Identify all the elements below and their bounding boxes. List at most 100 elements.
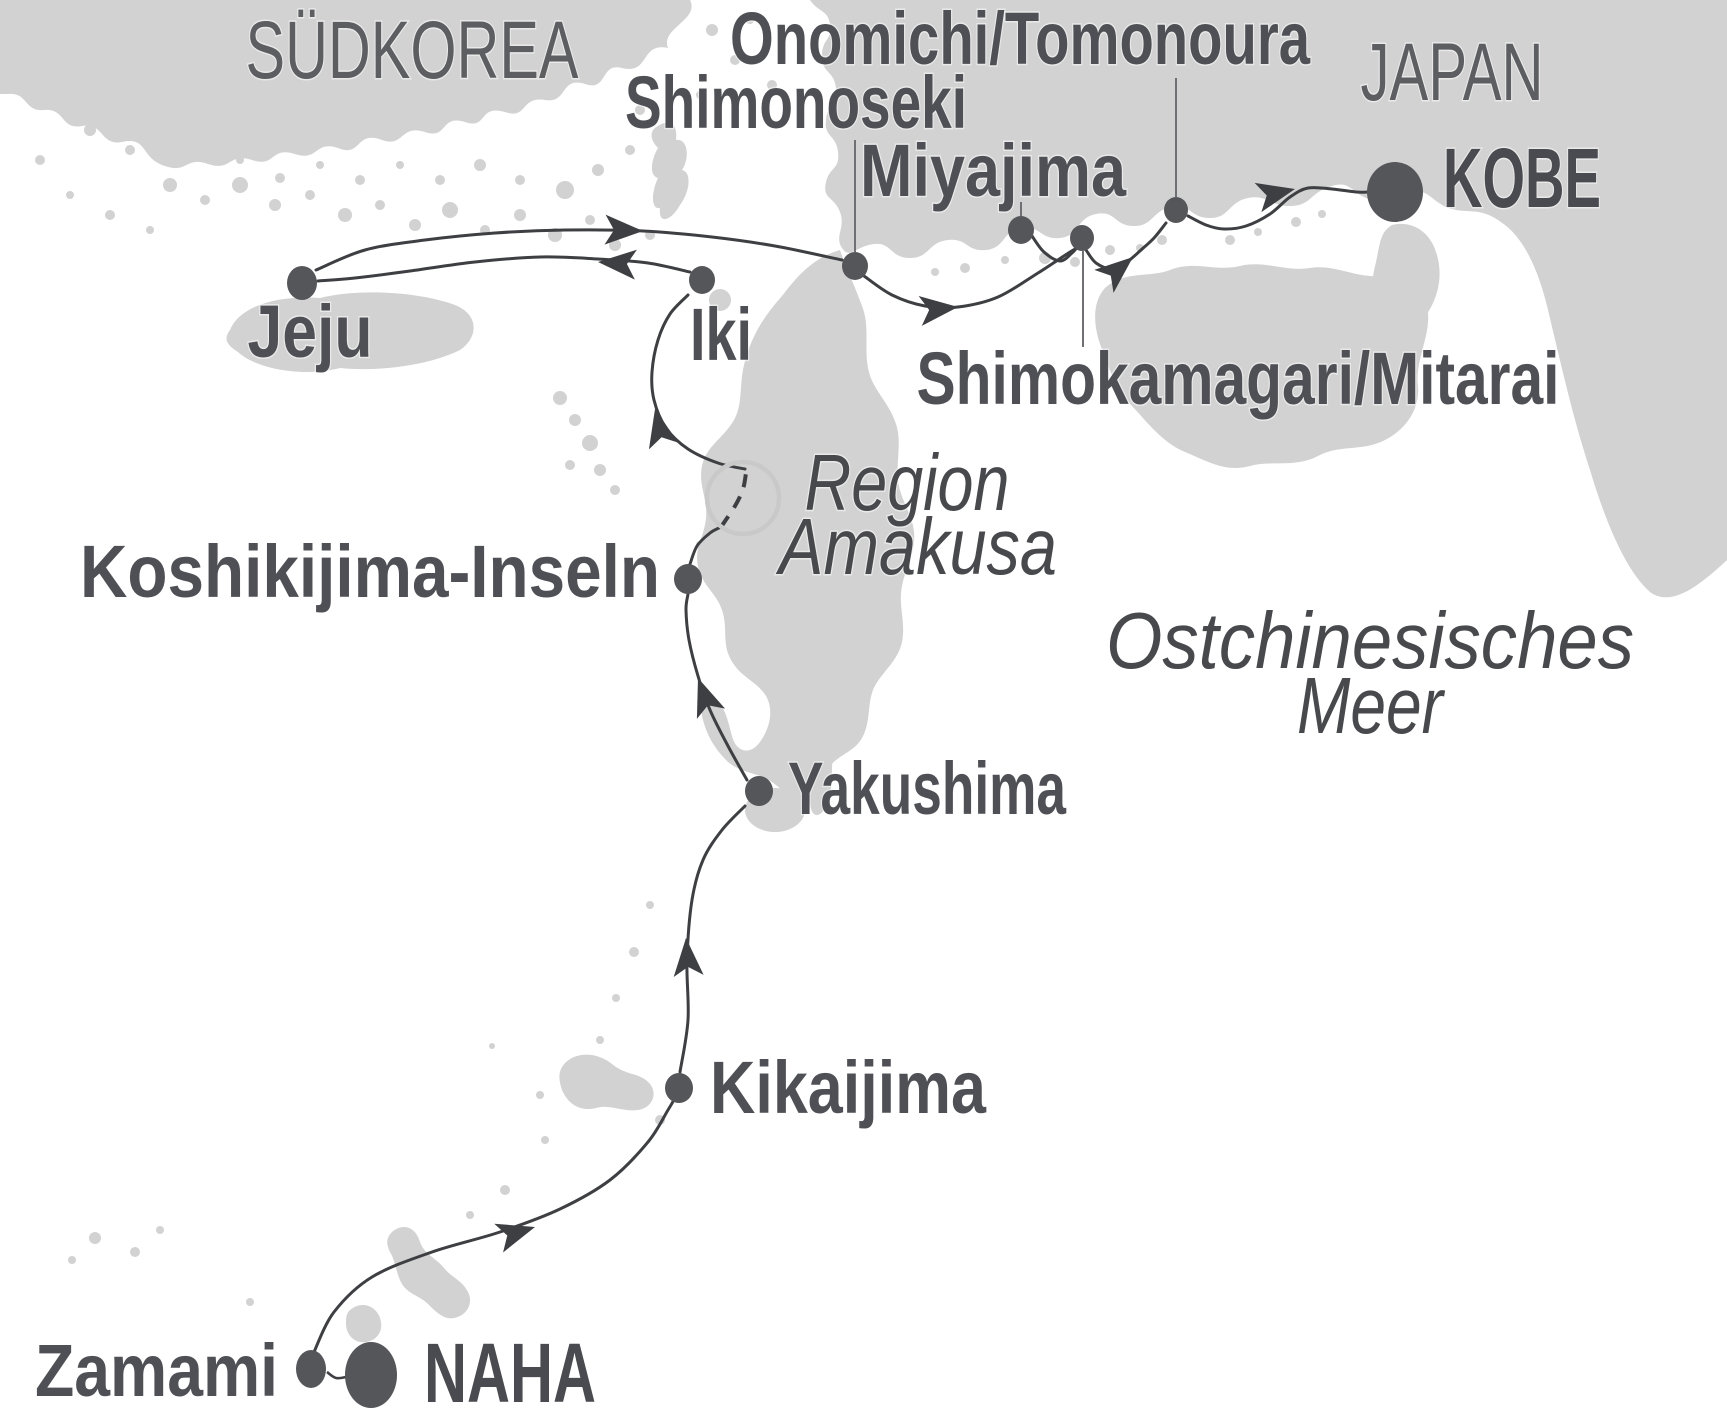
port-dot-kikaijima <box>665 1073 693 1103</box>
label-iki: Iki <box>690 293 752 376</box>
port-dot-shimonoseki <box>842 252 868 280</box>
islet <box>541 1136 549 1144</box>
route-arrow-to-onomichi <box>1094 257 1133 293</box>
land-okinawa-south <box>346 1304 382 1343</box>
land-tsushima <box>651 122 689 220</box>
label-japan: JAPAN <box>1361 27 1544 118</box>
islet <box>409 219 421 231</box>
islet <box>130 1247 140 1257</box>
islet <box>746 16 754 24</box>
land-okinawa <box>387 1227 471 1319</box>
label-shimokamagari: Shimokamagari/Mitarai <box>917 337 1560 420</box>
label-jeju: Jeju <box>248 290 373 373</box>
route-arrow-to-jeju <box>598 249 637 280</box>
land-tanegashima <box>809 728 836 816</box>
label-kikaijima: Kikaijima <box>710 1046 987 1129</box>
route-arrow-to-kobe <box>1254 182 1295 213</box>
route-leg-kikaijima-yakushima <box>678 804 747 1074</box>
islet <box>84 124 96 136</box>
label-miyajima: Miyajima <box>860 129 1127 212</box>
islet <box>596 1036 604 1044</box>
islet <box>195 145 205 155</box>
islet <box>931 268 939 276</box>
islet <box>375 200 385 210</box>
islet <box>442 202 458 218</box>
label-sea-2: Meer <box>1297 661 1446 750</box>
islet <box>66 191 74 199</box>
route-arrow-to-iki <box>648 409 679 450</box>
port-dots <box>287 162 1423 1408</box>
route-leg-amakusa-iki <box>650 293 747 471</box>
islet <box>489 1043 495 1049</box>
islet <box>156 131 164 139</box>
islet-specks <box>35 16 1326 1306</box>
route-layer <box>312 186 1370 1380</box>
islet <box>1001 256 1009 264</box>
port-dot-koshikijima <box>674 564 702 594</box>
islet <box>515 175 525 185</box>
label-connectors <box>854 78 1177 347</box>
islet <box>89 1232 101 1244</box>
islet <box>1318 210 1326 218</box>
islet <box>338 208 352 222</box>
port-dot-miyajima <box>1008 216 1034 244</box>
islet <box>355 175 365 185</box>
port-dot-jeju <box>287 266 317 300</box>
label-region-1: Region <box>805 438 1010 527</box>
label-yakushima: Yakushima <box>788 747 1067 830</box>
port-dot-zamami <box>296 1350 326 1388</box>
route-leg-iki-jeju <box>316 255 692 283</box>
islet <box>569 414 581 426</box>
route-arrow-to-kikaijima <box>494 1223 535 1253</box>
route-arrow-to-shimonoseki <box>604 214 643 245</box>
route-arrow-to-koshikijima <box>696 678 726 719</box>
islet <box>730 55 740 65</box>
islet <box>305 190 315 200</box>
amakusa-region-ring <box>704 459 782 537</box>
route-leg-jeju-shimonoseki <box>314 228 844 272</box>
islet <box>514 209 526 221</box>
islet <box>474 159 486 171</box>
route-arrow-to-seto <box>918 296 958 326</box>
label-suedkorea: SÜDKOREA <box>246 5 579 96</box>
islet <box>125 145 135 155</box>
landmass <box>0 0 1727 1343</box>
islet <box>1291 217 1301 227</box>
islet <box>635 105 645 115</box>
islet <box>536 1091 544 1099</box>
islet <box>1254 228 1262 236</box>
islet <box>709 289 731 311</box>
port-dot-naha <box>345 1342 397 1408</box>
label-koshikijima: Koshikijima-Inseln <box>80 530 660 613</box>
islet <box>246 1298 254 1306</box>
port-dot-kobe <box>1367 162 1423 222</box>
islet <box>706 554 718 566</box>
islet <box>163 178 177 192</box>
islet <box>612 994 620 1002</box>
port-dot-onomichi <box>1164 197 1188 223</box>
port-dot-shimokamagari <box>1070 225 1094 251</box>
islet <box>960 263 970 273</box>
islet <box>146 226 154 234</box>
route-leg-amakusa-cruising <box>719 472 748 529</box>
route-leg-mitarai-miyajima <box>1030 234 1080 263</box>
islet <box>625 145 635 155</box>
label-naha: NAHA <box>424 1326 596 1420</box>
islet <box>35 155 45 165</box>
port-dot-iki <box>689 266 715 294</box>
islet <box>269 199 281 211</box>
land-jeju-island <box>226 292 474 373</box>
islet <box>275 173 285 183</box>
islet <box>594 464 606 476</box>
label-shimonoseki: Shimonoseki <box>625 61 967 144</box>
islet <box>236 156 244 164</box>
land-amami <box>559 1054 654 1111</box>
islet <box>610 485 620 495</box>
islet <box>396 161 404 169</box>
islet <box>105 210 115 220</box>
islet <box>767 80 777 90</box>
route-arrow-to-yakushima <box>673 938 704 977</box>
